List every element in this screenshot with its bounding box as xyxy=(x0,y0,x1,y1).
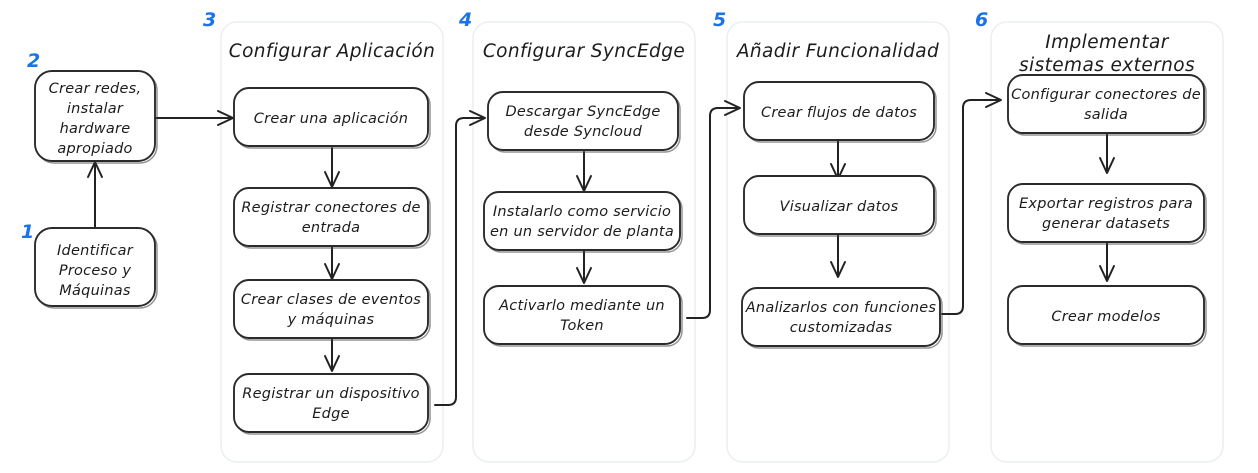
node-label-line-1: Analizarlos con funciones xyxy=(745,300,937,316)
node-label-line-2: Edge xyxy=(312,406,350,422)
connector-p6n1-to-p6n2 xyxy=(1099,132,1115,174)
node-label-line-1: Registrar un dispositivo xyxy=(242,386,420,402)
node-background xyxy=(233,187,429,247)
panel-title-line-1: Implementar xyxy=(1045,32,1169,53)
node-label-line-2: desde Syncloud xyxy=(524,124,643,140)
node-crear-flujos-de-datos[interactable]: Crear flujos de datos xyxy=(743,81,937,143)
node-background xyxy=(487,91,679,151)
node-background xyxy=(1007,183,1205,243)
node-label-line-1: Exportar registros para xyxy=(1019,196,1193,212)
node-label-line-1: Identificar xyxy=(57,243,134,259)
node-background xyxy=(233,87,429,147)
node-analizarlos-con-funciones-customizadas[interactable]: Analizarlos con funciones customizadas xyxy=(741,287,943,349)
node-label-line-2: entrada xyxy=(302,220,360,236)
node-exportar-registros-para-generar-datasets[interactable]: Exportar registros para generar datasets xyxy=(1007,183,1207,245)
node-instalarlo-como-servicio[interactable]: Instalarlo como servicio en un servidor … xyxy=(483,191,683,253)
node-registrar-conectores-de-entrada[interactable]: Registrar conectores de entrada xyxy=(233,187,431,249)
connector-p6n2-to-p6n3 xyxy=(1099,241,1115,282)
node-label-line-1: Crear flujos de datos xyxy=(761,105,917,121)
node-label-line-2: customizadas xyxy=(790,320,893,336)
node-label-line-2: generar datasets xyxy=(1042,216,1170,232)
node-crear-redes-instalar-hardware[interactable]: Crear redes, instalar hardware apropiado xyxy=(34,70,158,164)
node-background xyxy=(483,285,681,345)
node-label-line-2: Proceso y xyxy=(59,263,132,279)
node-label-line-2: instalar xyxy=(67,101,124,117)
node-background xyxy=(743,81,935,141)
step-number-2: 2 xyxy=(27,50,40,72)
node-background xyxy=(34,70,156,162)
node-background xyxy=(1007,285,1205,345)
node-label-line-1: Crear clases de eventos xyxy=(241,292,421,308)
node-label-line-1: Descargar SyncEdge xyxy=(505,104,660,120)
node-background xyxy=(741,287,941,347)
step-number-5: 5 xyxy=(713,9,726,31)
node-configurar-conectores-de-salida[interactable]: Configurar conectores de salida xyxy=(1007,74,1207,136)
node-background xyxy=(233,279,429,339)
node-background xyxy=(743,175,935,235)
panel-title: Configurar SyncEdge xyxy=(483,41,685,62)
connector-n1-to-n2 xyxy=(87,161,103,228)
node-label-line-1: Crear una aplicación xyxy=(254,111,408,127)
node-label-line-1: Activarlo mediante un xyxy=(498,298,665,314)
node-label-line-2: y máquinas xyxy=(287,312,375,328)
node-label-line-1: Crear redes, xyxy=(49,81,142,97)
step-number-4: 4 xyxy=(458,9,472,31)
node-label-line-1: Registrar conectores de xyxy=(241,200,420,216)
panel-title: Añadir Funcionalidad xyxy=(736,41,939,62)
node-registrar-un-dispositivo-edge[interactable]: Registrar un dispositivo Edge xyxy=(233,373,431,435)
panel-title: Configurar Aplicación xyxy=(229,41,435,62)
node-background xyxy=(483,191,681,251)
step-number-1: 1 xyxy=(21,221,34,243)
node-crear-una-aplicacion[interactable]: Crear una aplicación xyxy=(233,87,431,149)
panel-title-line-2: sistemas externos xyxy=(1019,55,1195,76)
node-label-line-2: salida xyxy=(1084,107,1128,123)
step-number-6: 6 xyxy=(975,9,988,31)
connector-p3n1-to-p3n2 xyxy=(324,147,340,188)
node-crear-modelos[interactable]: Crear modelos xyxy=(1007,285,1207,347)
connector-n2-to-p3n1 xyxy=(154,110,234,126)
node-label-line-1: Visualizar datos xyxy=(780,199,899,215)
node-crear-clases-de-eventos-y-maquinas[interactable]: Crear clases de eventos y máquinas xyxy=(233,279,431,341)
connector-p4n1-to-p4n2 xyxy=(576,151,592,192)
node-background xyxy=(1007,74,1205,134)
connector-p5n2-to-p5n3 xyxy=(830,233,846,278)
node-visualizar-datos[interactable]: Visualizar datos xyxy=(743,175,937,237)
node-label-line-2: Token xyxy=(560,318,604,334)
node-label-line-4: apropiado xyxy=(57,141,132,157)
node-activarlo-mediante-un-token[interactable]: Activarlo mediante un Token xyxy=(483,285,683,347)
node-descargar-syncedge-desde-syncloud[interactable]: Descargar SyncEdge desde Syncloud xyxy=(487,91,681,153)
node-label-line-1: Configurar conectores de xyxy=(1011,87,1201,103)
step-number-3: 3 xyxy=(203,9,216,31)
connector-p5n3-to-p6n1 xyxy=(941,92,1002,315)
node-label-line-2: en un servidor de planta xyxy=(490,224,674,240)
node-background xyxy=(233,373,429,433)
node-background xyxy=(34,227,156,307)
node-label-line-1: Crear modelos xyxy=(1051,309,1160,325)
node-label-line-3: Máquinas xyxy=(59,283,131,299)
node-identificar-proceso-y-maquinas[interactable]: Identificar Proceso y Máquinas xyxy=(34,227,158,309)
node-label-line-3: hardware xyxy=(60,121,131,137)
connector-p3n4-to-p4n1 xyxy=(434,110,486,406)
connector-p4n3-to-p5n1 xyxy=(686,100,741,319)
node-label-line-1: Instalarlo como servicio xyxy=(493,204,671,220)
